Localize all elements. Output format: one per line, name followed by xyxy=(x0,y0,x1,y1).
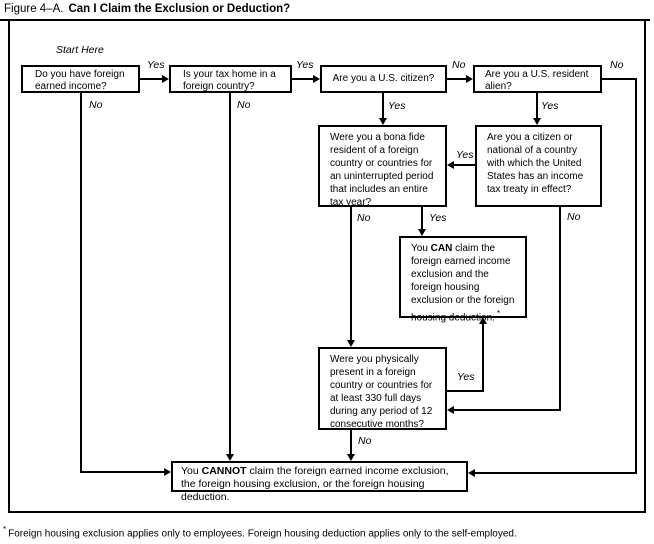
cannot-claim-post: claim the foreign earned income exclusio… xyxy=(181,465,449,503)
connector-treaty-yes xyxy=(454,164,475,166)
connector-q4-no-down xyxy=(635,78,637,474)
connector-phys-yes-up xyxy=(482,324,484,392)
can-claim-post: claim the foreign earned income exclusio… xyxy=(411,243,515,324)
box-can-claim: You CAN claim the foreign earned income … xyxy=(399,236,527,323)
connector-q1-yes xyxy=(140,78,163,80)
connector-q4-no-top xyxy=(602,78,637,80)
arrowhead-treaty-no xyxy=(447,406,454,414)
can-claim-footnote-marker: * xyxy=(496,309,501,318)
footnote: *Foreign housing exclusion applies only … xyxy=(3,525,517,539)
cannot-claim-pre: You xyxy=(181,465,202,477)
connector-phys-yes-right xyxy=(447,390,484,392)
label-phys-no: No xyxy=(358,435,372,447)
label-q2-yes: Yes xyxy=(296,59,314,71)
start-here-label: Start Here xyxy=(56,44,104,56)
arrowhead-q1-yes xyxy=(162,75,169,83)
connector-q2-yes xyxy=(292,78,314,80)
connector-q2-no xyxy=(229,93,231,454)
can-claim-pre: You xyxy=(411,243,431,254)
figure-title: Figure 4–A. Can I Claim the Exclusion or … xyxy=(4,3,290,15)
arrowhead-q1-no xyxy=(164,468,171,476)
connector-q3-no xyxy=(447,78,467,80)
cannot-claim-bold: CANNOT xyxy=(201,465,247,477)
box-physical-presence: Were you physically present in a foreign… xyxy=(318,347,447,430)
connector-q3-yes xyxy=(382,93,384,118)
figure-title-text: Can I Claim the Exclusion or Deduction? xyxy=(68,3,291,15)
connector-q1-no-right xyxy=(80,471,164,473)
footnote-text: Foreign housing exclusion applies only t… xyxy=(8,528,517,540)
arrowhead-bona-no xyxy=(347,340,355,347)
box-bona-fide-residence: Were you a bona fide resident of a forei… xyxy=(318,125,447,208)
arrowhead-q4-yes xyxy=(533,118,541,125)
label-q4-no: No xyxy=(610,59,624,71)
connector-bona-no xyxy=(350,207,352,340)
box-tax-home: Is your tax home in a foreign country? xyxy=(169,65,292,93)
connector-treaty-no-left xyxy=(454,409,561,411)
connector-treaty-no-down xyxy=(559,207,561,411)
label-phys-yes: Yes xyxy=(457,371,475,383)
arrowhead-q2-yes xyxy=(313,75,320,83)
arrowhead-treaty-yes xyxy=(447,161,454,169)
connector-bona-yes xyxy=(421,207,423,229)
figure-number: Figure 4–A. xyxy=(4,3,64,15)
connector-q1-no-down xyxy=(80,93,82,473)
label-treaty-no: No xyxy=(567,211,581,223)
box-foreign-earned-income: Do you have foreign earned income? xyxy=(21,65,140,93)
connector-phys-no xyxy=(350,430,352,454)
label-bona-yes: Yes xyxy=(429,212,447,224)
arrowhead-q2-no xyxy=(226,454,234,461)
arrowhead-q3-no xyxy=(466,75,473,83)
can-claim-bold: CAN xyxy=(430,243,453,254)
arrowhead-q4-no xyxy=(468,469,475,477)
arrowhead-phys-no xyxy=(347,454,355,461)
label-bona-no: No xyxy=(357,212,371,224)
figure-border xyxy=(8,19,646,513)
arrowhead-phys-yes xyxy=(479,317,487,324)
label-q2-no: No xyxy=(237,99,251,111)
connector-q4-no-bottom xyxy=(475,472,637,474)
box-resident-alien: Are you a U.S. resident alien? xyxy=(473,65,602,93)
label-q1-yes: Yes xyxy=(147,59,165,71)
label-q3-yes: Yes xyxy=(388,100,406,112)
footnote-marker: * xyxy=(3,525,7,534)
label-q1-no: No xyxy=(89,99,103,111)
arrowhead-q3-yes xyxy=(379,118,387,125)
connector-q4-yes xyxy=(536,93,538,118)
box-income-tax-treaty: Are you a citizen or national of a count… xyxy=(475,125,602,207)
arrowhead-bona-yes xyxy=(418,229,426,236)
label-treaty-yes: Yes xyxy=(456,149,474,161)
box-cannot-claim: You CANNOT claim the foreign earned inco… xyxy=(171,461,468,503)
box-us-citizen: Are you a U.S. citizen? xyxy=(320,65,447,93)
label-q4-yes: Yes xyxy=(541,100,559,112)
label-q3-no: No xyxy=(452,59,466,71)
